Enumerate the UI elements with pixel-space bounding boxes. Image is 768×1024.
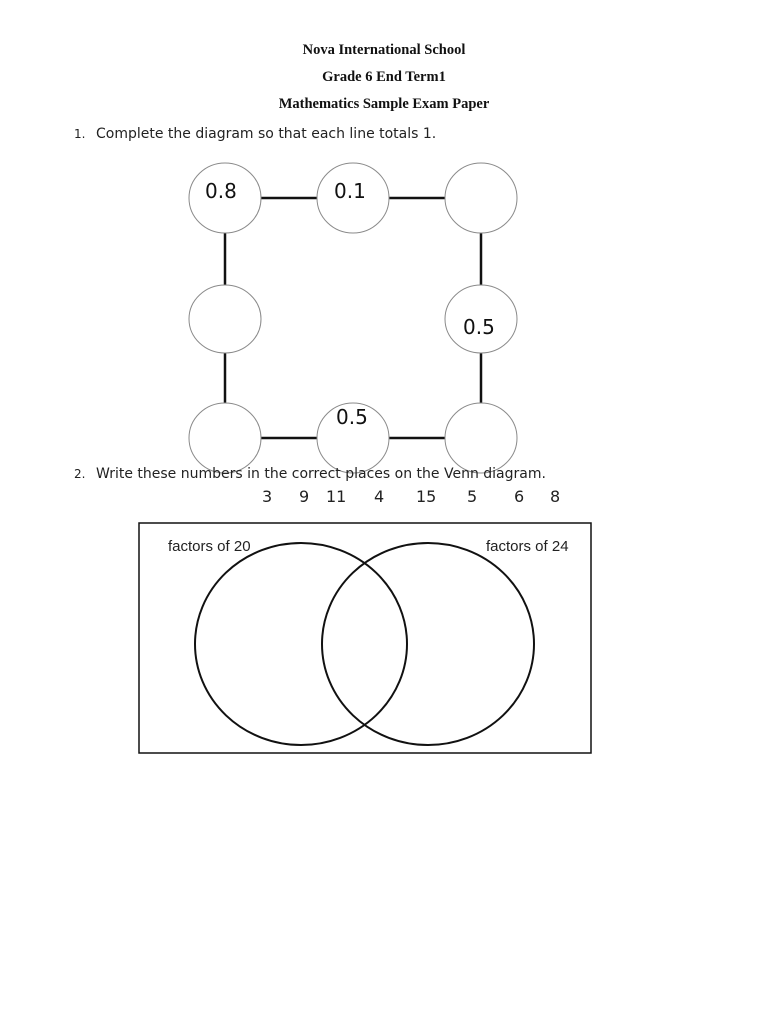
venn-circle-factors-of-20[interactable] bbox=[194, 542, 408, 746]
value-bottom-middle: 0.5 bbox=[336, 405, 368, 429]
number-item: 3 bbox=[262, 487, 273, 506]
question-1-text: Complete the diagram so that each line t… bbox=[96, 126, 437, 142]
number-item: 11 bbox=[326, 487, 347, 506]
question-1-number: 1. bbox=[74, 127, 86, 141]
value-top-middle: 0.1 bbox=[334, 179, 366, 203]
subject-title: Mathematics Sample Exam Paper bbox=[278, 96, 490, 112]
circle-middle-right[interactable] bbox=[444, 284, 518, 354]
connector-lines bbox=[223, 196, 483, 440]
question-2-number: 2. bbox=[74, 467, 86, 481]
circle-top-left[interactable] bbox=[188, 162, 262, 234]
circle-top-middle[interactable] bbox=[316, 162, 390, 234]
circle-bottom-middle[interactable] bbox=[316, 402, 390, 474]
circle-middle-left[interactable] bbox=[188, 284, 262, 354]
value-middle-right: 0.5 bbox=[463, 315, 495, 339]
numbers-list: 3 9 11 4 15 5 6 8 bbox=[0, 487, 768, 509]
number-item: 15 bbox=[416, 487, 437, 506]
number-item: 8 bbox=[550, 487, 561, 506]
number-item: 6 bbox=[514, 487, 525, 506]
circle-bottom-left[interactable] bbox=[188, 402, 262, 474]
number-item: 9 bbox=[299, 487, 310, 506]
value-top-left: 0.8 bbox=[205, 179, 237, 203]
circle-bottom-right[interactable] bbox=[444, 402, 518, 474]
venn-label-left: factors of 20 bbox=[168, 538, 251, 555]
school-name: Nova International School bbox=[302, 42, 466, 58]
venn-frame bbox=[138, 522, 592, 754]
venn-label-right: factors of 24 bbox=[486, 538, 569, 555]
number-square-diagram: 0.8 0.1 0.5 0.5 bbox=[188, 162, 518, 474]
number-item: 5 bbox=[467, 487, 478, 506]
circle-top-right[interactable] bbox=[444, 162, 518, 234]
venn-circle-factors-of-24[interactable] bbox=[321, 542, 535, 746]
number-item: 4 bbox=[374, 487, 385, 506]
question-2-text: Write these numbers in the correct place… bbox=[96, 466, 546, 482]
grade-title: Grade 6 End Term1 bbox=[322, 69, 446, 85]
question-1: 1. Complete the diagram so that each line… bbox=[74, 126, 436, 142]
question-2: 2. Write these numbers in the correct pla… bbox=[74, 466, 546, 482]
